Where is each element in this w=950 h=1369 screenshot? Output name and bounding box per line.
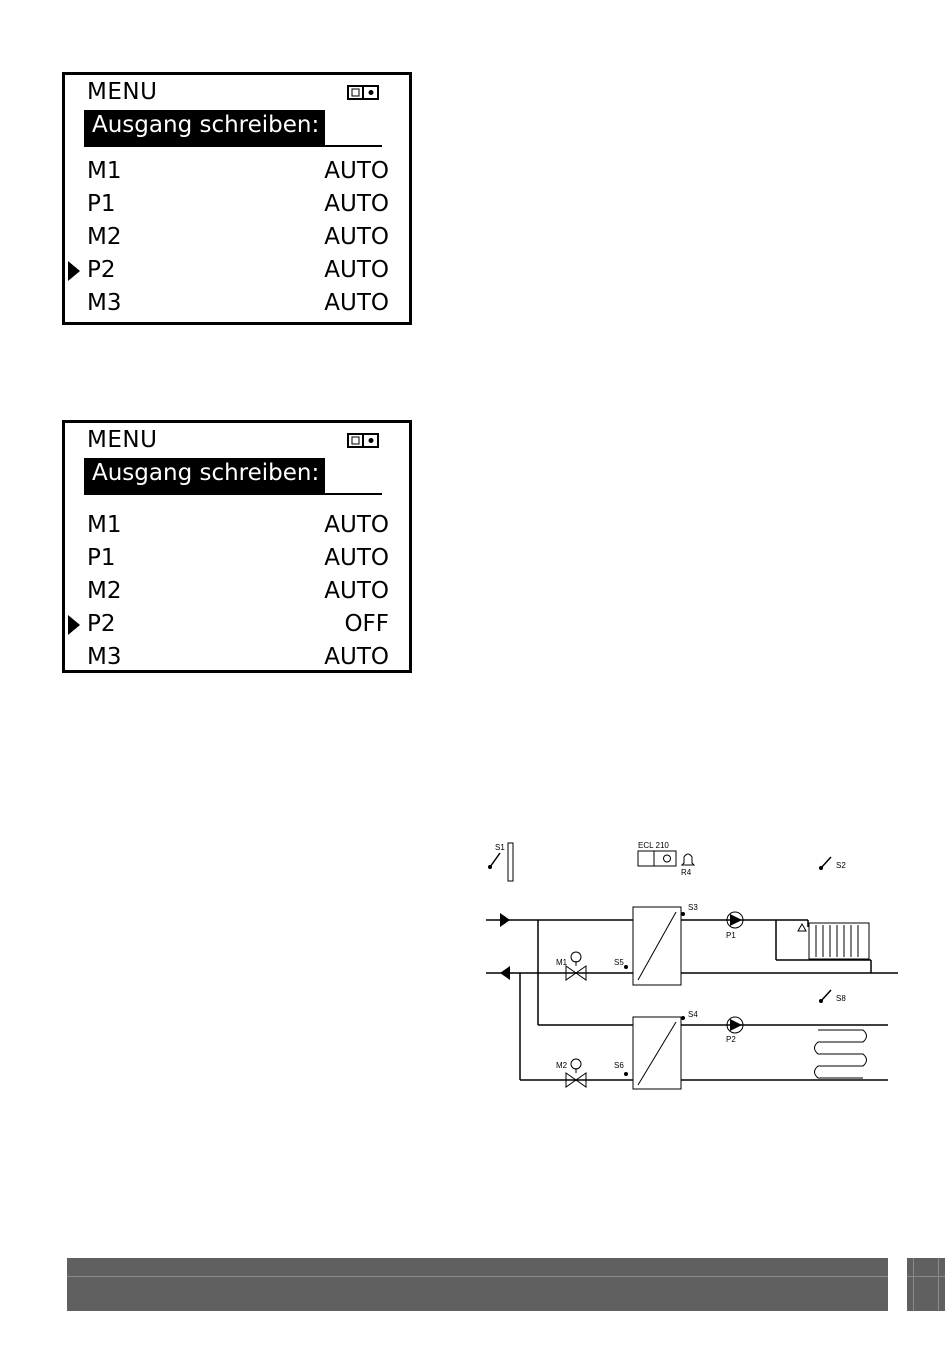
hydraulic-diagram: S1 ECL 210 R4 S2 S3 P1 M1 S5 S8 S4 P2 M2… <box>478 835 898 1095</box>
output-value: AUTO <box>324 644 389 670</box>
output-value: AUTO <box>324 191 389 217</box>
alarm-bell-icon <box>682 854 694 865</box>
lcd-screen-2: MENU Ausgang schreiben: M1 AUTO P1 AUTO … <box>62 420 412 673</box>
output-name: P2 <box>87 611 116 637</box>
output-row-m3[interactable]: M3 AUTO <box>87 644 389 674</box>
sensor-s2-probe <box>821 857 831 868</box>
sensor-s1-probe <box>490 853 500 867</box>
wall-hatch <box>508 843 513 881</box>
output-name: M1 <box>87 512 121 538</box>
valve-warning-icon <box>798 924 806 931</box>
return-arrow-icon <box>500 966 510 980</box>
label-s6: S6 <box>614 1061 624 1070</box>
label-s4: S4 <box>688 1010 698 1019</box>
label-p1: P1 <box>726 931 736 940</box>
label-s8: S8 <box>836 994 846 1003</box>
output-name: M2 <box>87 578 121 604</box>
heading-underline <box>84 493 382 495</box>
output-value: AUTO <box>324 257 389 283</box>
heading-underline <box>84 145 382 147</box>
radiator-icon <box>809 923 869 959</box>
page-tab <box>907 1258 945 1311</box>
output-value: AUTO <box>324 224 389 250</box>
output-row-m3[interactable]: M3 AUTO <box>87 290 389 320</box>
output-name: P2 <box>87 257 116 283</box>
output-value: OFF <box>344 611 389 637</box>
output-row-m1[interactable]: M1 AUTO <box>87 158 389 188</box>
label-m2: M2 <box>556 1061 568 1070</box>
floor-heating-coil-icon <box>815 1030 867 1078</box>
label-s1: S1 <box>495 843 505 852</box>
output-row-m2[interactable]: M2 AUTO <box>87 578 389 608</box>
output-name: M2 <box>87 224 121 250</box>
lcd-screen-1: MENU Ausgang schreiben: M1 AUTO P1 AUTO … <box>62 72 412 325</box>
label-m1: M1 <box>556 958 568 967</box>
output-row-p1[interactable]: P1 AUTO <box>87 545 389 575</box>
menu-title: MENU <box>87 427 157 453</box>
label-p2: P2 <box>726 1035 736 1044</box>
label-s5: S5 <box>614 958 624 967</box>
output-value: AUTO <box>324 158 389 184</box>
output-value: AUTO <box>324 290 389 316</box>
display-mode-icon <box>347 85 379 100</box>
display-mode-icon <box>347 433 379 448</box>
supply-arrow-icon <box>500 913 510 927</box>
output-name: M3 <box>87 644 121 670</box>
selection-pointer-icon <box>68 615 80 635</box>
screen-heading: Ausgang schreiben: <box>92 460 319 486</box>
output-row-p1[interactable]: P1 AUTO <box>87 191 389 221</box>
output-value: AUTO <box>324 578 389 604</box>
output-row-p2[interactable]: P2 OFF <box>87 611 389 641</box>
output-row-m1[interactable]: M1 AUTO <box>87 512 389 542</box>
label-s2: S2 <box>836 861 846 870</box>
output-name: P1 <box>87 191 116 217</box>
selection-pointer-icon <box>68 261 80 281</box>
output-row-p2[interactable]: P2 AUTO <box>87 257 389 287</box>
label-ecl-210: ECL 210 <box>638 841 669 850</box>
output-name: M3 <box>87 290 121 316</box>
radiator-fins <box>816 925 858 957</box>
output-row-m2[interactable]: M2 AUTO <box>87 224 389 254</box>
label-s3: S3 <box>688 903 698 912</box>
footer-bar <box>67 1258 888 1311</box>
output-name: M1 <box>87 158 121 184</box>
screen-heading: Ausgang schreiben: <box>92 112 319 138</box>
menu-title: MENU <box>87 79 157 105</box>
output-value: AUTO <box>324 512 389 538</box>
output-name: P1 <box>87 545 116 571</box>
label-r4: R4 <box>681 868 692 877</box>
sensor-s8-probe <box>821 990 831 1001</box>
output-value: AUTO <box>324 545 389 571</box>
